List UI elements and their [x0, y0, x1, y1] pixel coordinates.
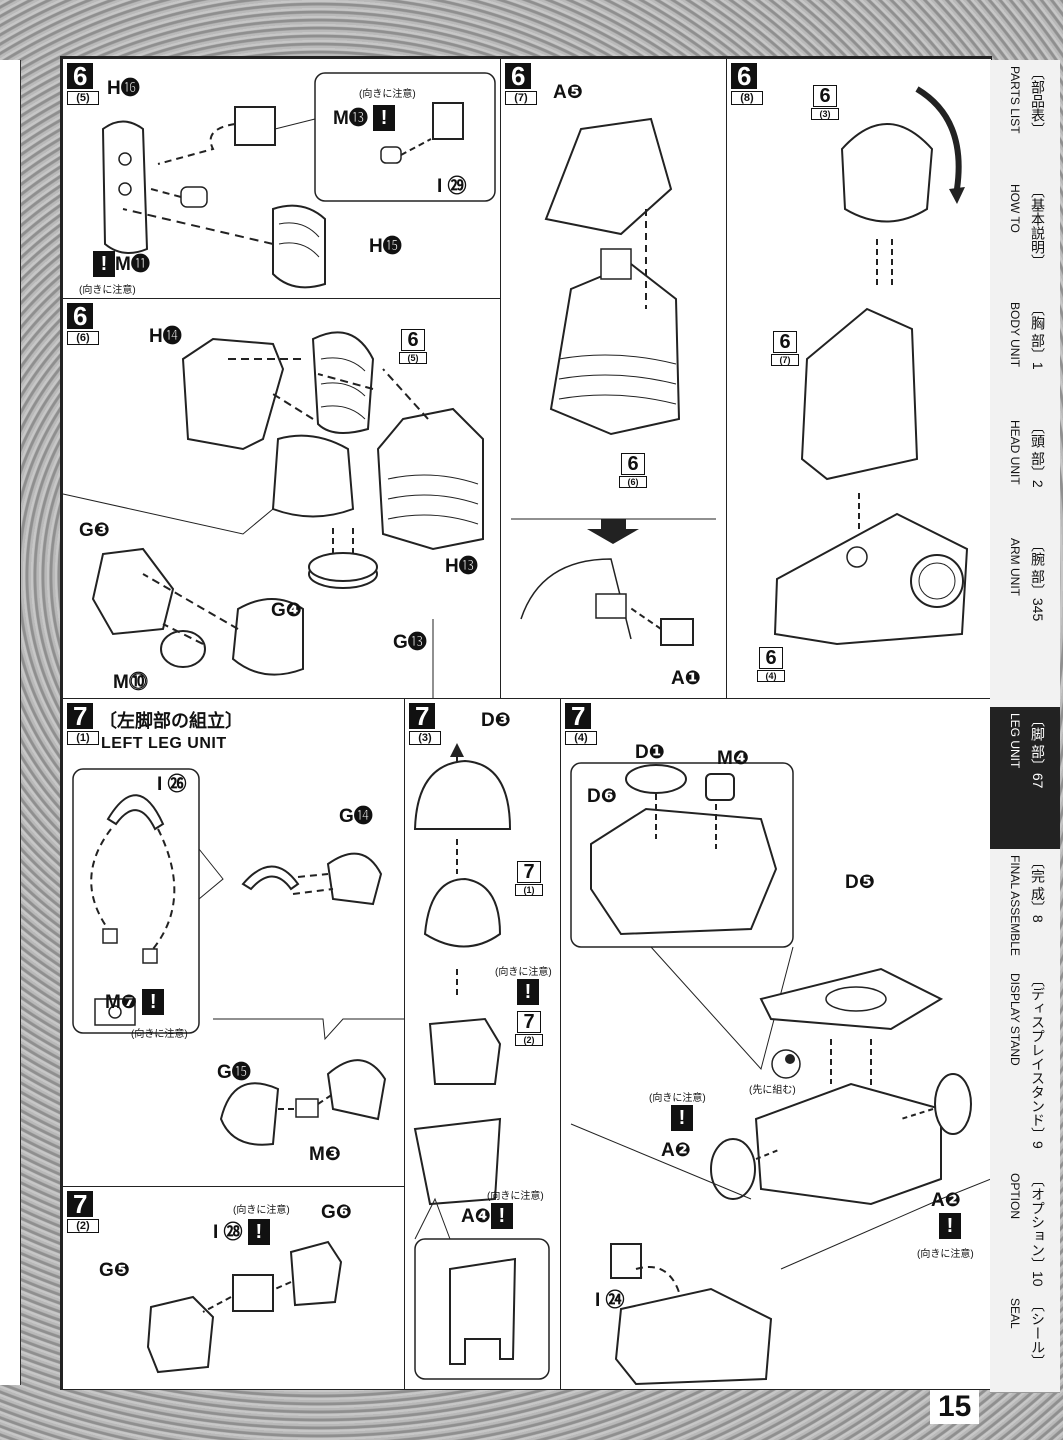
step-ref: 7(1) — [515, 861, 543, 896]
part-a2-left-label: A❷ — [661, 1140, 691, 1161]
step-ref: 6(6) — [619, 453, 647, 488]
step-6-7-diagram — [511, 117, 716, 646]
part-h16-label: H⓰ — [107, 78, 140, 99]
tab-parts-list[interactable]: 〔部品表〕PARTS LIST — [990, 60, 1060, 179]
step-6-6-panel: 6(6) H⓮ 6(5) H⓭ G❸ G❹ G⓭ M⓾ — [62, 298, 502, 700]
part-d5-label: D❺ — [845, 872, 875, 893]
part-m4-label: M❹ — [717, 748, 749, 769]
caution-icon: ! — [671, 1105, 693, 1131]
part-i28-label: I ㉘ ! — [213, 1217, 270, 1245]
caution-note: (向きに注意) — [649, 1093, 706, 1104]
step-number: 7(3) — [409, 703, 441, 745]
step-7-4-panel: 7(4) D❶ M❹ D❻ D❺ (先に組む) — [560, 698, 992, 1390]
page-number: 15 — [930, 1390, 980, 1424]
part-h13-label: H⓭ — [445, 556, 478, 577]
part-i29-label: I ㉙ — [437, 176, 467, 197]
part-g13-label: G⓭ — [393, 632, 427, 653]
step-7-3-diagram — [413, 743, 550, 1380]
part-m11-label: !M⓫ — [93, 249, 150, 277]
caution-icon: ! — [490, 1203, 513, 1229]
step-number: 6(7) — [505, 63, 537, 105]
step-7-3-panel: 7(3) D❸ 7(1) (向きに注意) ! 7(2) (向きに注意) A❹! — [404, 698, 562, 1390]
step-ref: 6(4) — [757, 647, 785, 682]
part-m3-label: M❸ — [309, 1144, 341, 1165]
part-a4-label: A❹! — [461, 1203, 513, 1229]
step-number: 7(2) — [67, 1191, 99, 1233]
caution-note: (向きに注意) — [487, 1191, 544, 1202]
part-g6-label: G❻ — [321, 1202, 352, 1223]
caution-icon: ! — [939, 1213, 961, 1239]
part-h14-label: H⓮ — [149, 326, 182, 347]
step-7-4-diagram — [570, 762, 991, 1386]
step-ref: 6(5) — [399, 329, 427, 364]
caution-note: (向きに注意) — [359, 89, 416, 100]
step-6-8-panel: 6(8) 6(3) 6(7) 6(4) — [726, 58, 992, 700]
instruction-sheet: 6(5) H⓰ (向きに注意) M⓭ ! I ㉙ H⓯ !M⓫ (向きに注意) … — [60, 56, 992, 1390]
caution-icon: ! — [373, 105, 396, 131]
part-a2-right-label: A❷ — [931, 1190, 961, 1211]
caution-note: (向きに注意) — [79, 285, 136, 296]
section-title-jp: 〔左脚部の組立〕 — [99, 711, 243, 731]
caution-icon: ! — [93, 251, 115, 277]
previous-page-edge — [0, 60, 21, 1385]
part-h15-label: H⓯ — [369, 236, 402, 257]
step-ref: 6(7) — [771, 331, 799, 366]
part-m10-label: M⓾ — [113, 672, 148, 693]
step-6-5-diagram — [101, 72, 496, 289]
step-number: 6(8) — [731, 63, 763, 105]
step-ref: 7(2) — [515, 1011, 543, 1046]
step-7-1-diagram — [72, 768, 405, 1146]
caution-note: (向きに注意) — [917, 1249, 974, 1260]
part-i24-label: I ㉔ — [595, 1290, 625, 1311]
part-g4-label: G❹ — [271, 600, 302, 621]
step-6-8-diagram — [773, 86, 969, 646]
part-m13-label: M⓭ ! — [333, 103, 396, 131]
prebuild-note: (先に組む) — [749, 1085, 796, 1096]
part-g3-label: G❸ — [79, 520, 110, 541]
tab-how-to[interactable]: 〔基本説明〕HOW TO — [990, 178, 1060, 297]
part-a1-label: A❶ — [671, 668, 701, 689]
part-g14-label: G⓮ — [339, 806, 373, 827]
caution-note: (向きに注意) — [495, 967, 552, 978]
step-6-7-panel: 6(7) A❺ 6(6) A❶ — [500, 58, 728, 700]
tab-seal[interactable]: 〔シール〕SEAL — [990, 1292, 1060, 1393]
part-g5-label: G❺ — [99, 1260, 130, 1281]
part-d3-label: D❸ — [481, 710, 511, 731]
caution-icon: ! — [247, 1219, 270, 1245]
step-number: 7(1) — [67, 703, 99, 745]
caution-icon: ! — [142, 989, 165, 1015]
part-i26-label: I ㉖ — [157, 774, 187, 795]
step-6-5-panel: 6(5) H⓰ (向きに注意) M⓭ ! I ㉙ H⓯ !M⓫ (向きに注意) — [62, 58, 502, 300]
step-7-2-diagram — [146, 1240, 343, 1374]
part-m7-label: M❼ ! — [105, 989, 165, 1015]
part-d6-label: D❻ — [587, 786, 617, 807]
step-number: 6(5) — [67, 63, 99, 105]
step-7-1-panel: 7(1) 〔左脚部の組立〕 LEFT LEG UNIT I ㉖ G⓮ M❼ ! … — [62, 698, 406, 1188]
caution-note: (向きに注意) — [131, 1029, 188, 1040]
caution-note: (向きに注意) — [233, 1205, 290, 1216]
part-a5-label: A❺ — [553, 82, 583, 103]
step-ref: 6(3) — [811, 85, 839, 120]
part-g15-label: G⓯ — [217, 1062, 251, 1083]
section-title-en: LEFT LEG UNIT — [101, 735, 227, 752]
caution-icon: ! — [517, 979, 539, 1005]
step-number: 7(4) — [565, 703, 597, 745]
step-7-2-panel: 7(2) (向きに注意) I ㉘ ! G❻ G❺ — [62, 1186, 406, 1390]
part-d1-label: D❶ — [635, 742, 665, 763]
step-6-6-diagram — [63, 331, 484, 699]
step-number: 6(6) — [67, 303, 99, 345]
